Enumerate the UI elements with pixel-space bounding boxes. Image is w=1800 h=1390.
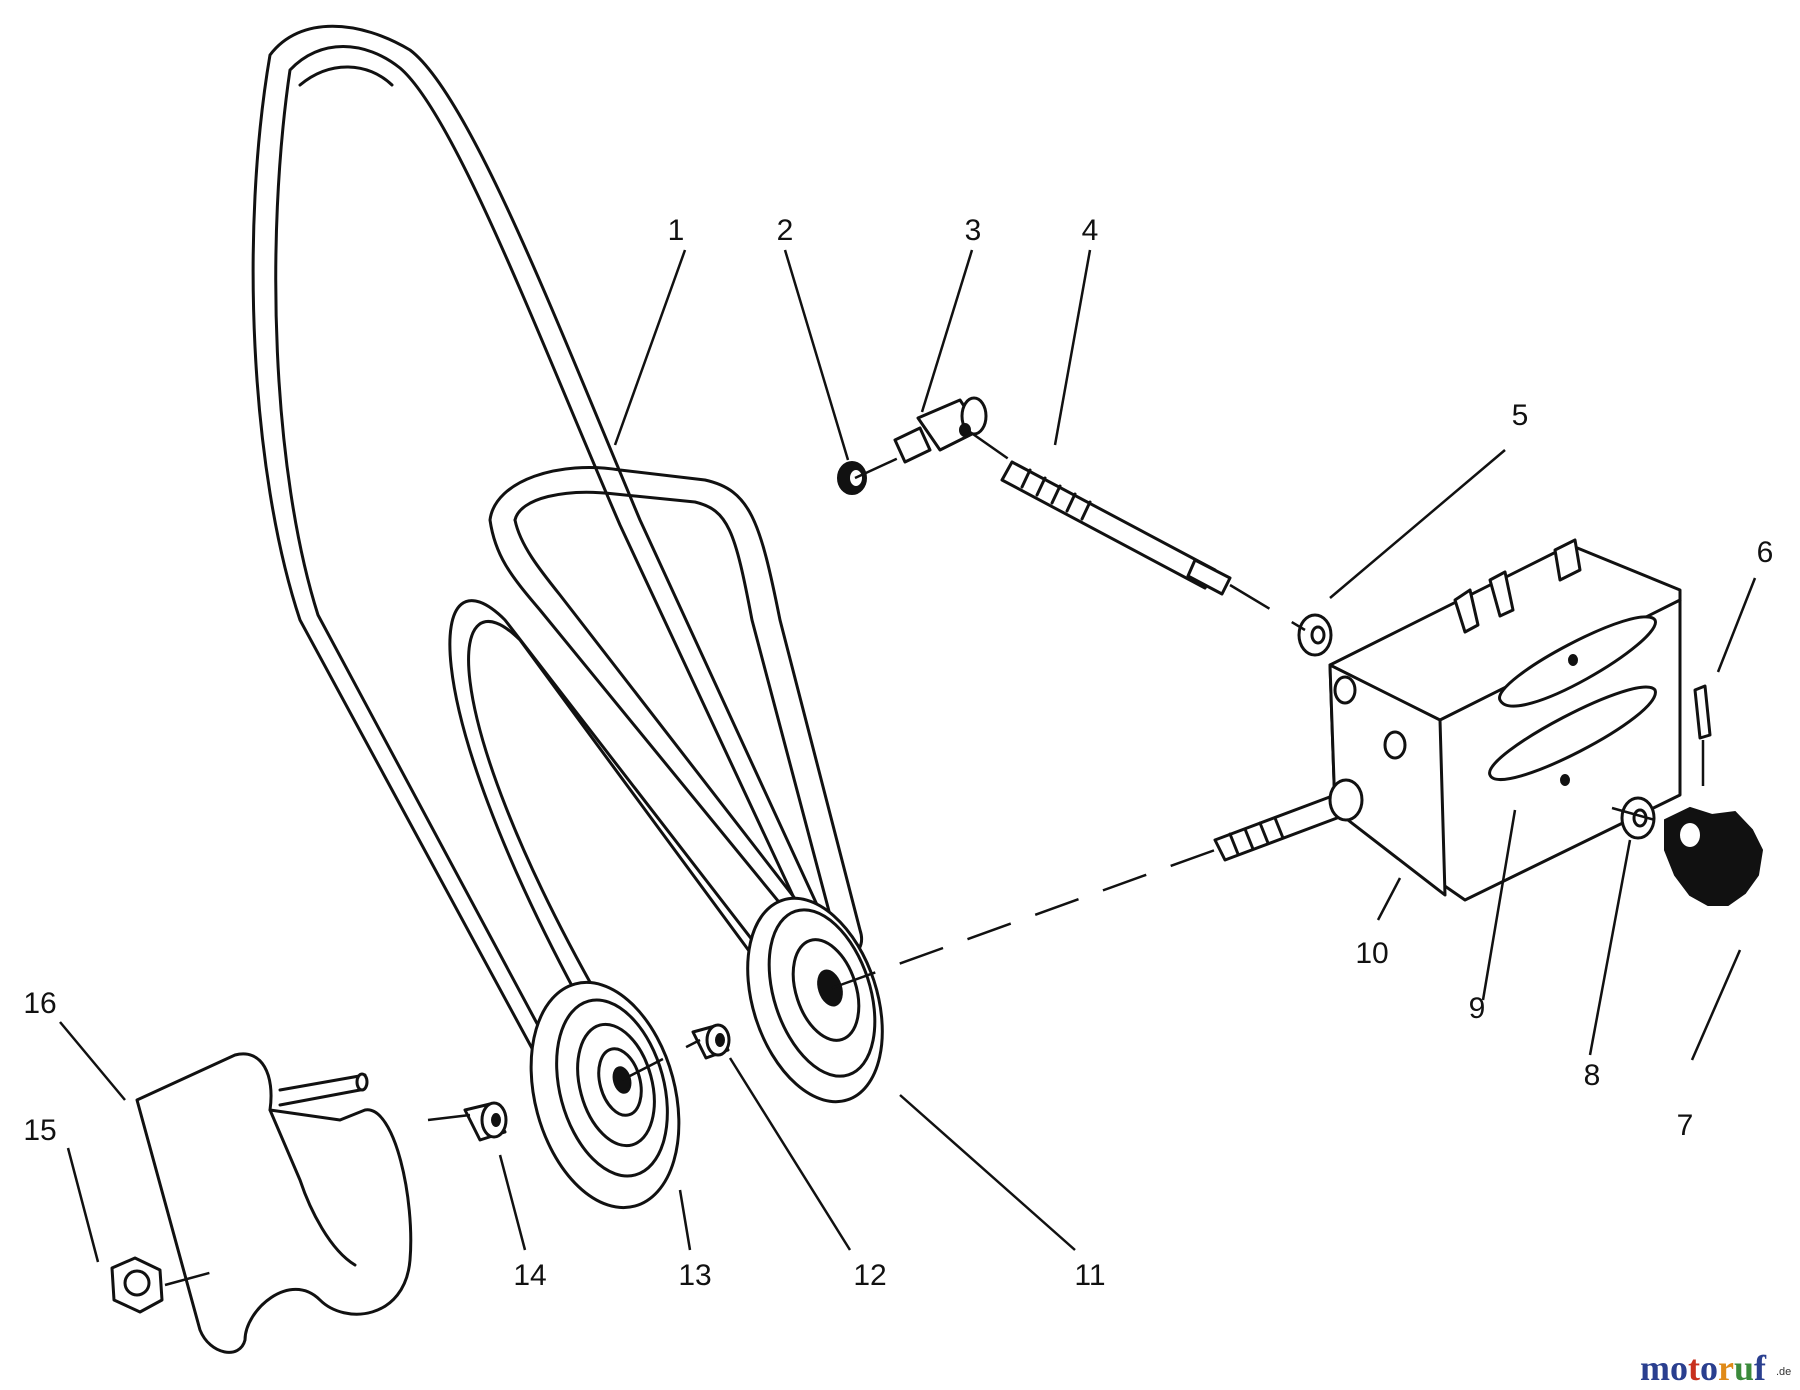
callout-7: 7 bbox=[1677, 1109, 1694, 1142]
spacer-12 bbox=[691, 1023, 731, 1060]
roll-pin bbox=[1693, 684, 1712, 740]
watermark-letter: f bbox=[1754, 1348, 1767, 1388]
stud-bolt bbox=[1213, 778, 1364, 862]
callout-14: 14 bbox=[513, 1259, 546, 1292]
callout-13: 13 bbox=[678, 1259, 711, 1292]
watermark-letter: t bbox=[1688, 1348, 1700, 1388]
swivel-block bbox=[893, 396, 988, 464]
belt-guard bbox=[135, 1052, 413, 1354]
callout-10: 10 bbox=[1355, 937, 1388, 970]
watermark-letter: o bbox=[1670, 1348, 1688, 1388]
watermark-brand: motoruf bbox=[1640, 1348, 1767, 1388]
callout-12: 12 bbox=[853, 1259, 886, 1292]
callout-6: 6 bbox=[1757, 536, 1774, 569]
assembly-lines bbox=[164, 430, 1705, 1287]
callout-1: 1 bbox=[668, 214, 685, 247]
watermark-letter: u bbox=[1734, 1348, 1754, 1388]
svg-text:motoruf: motoruf bbox=[1640, 1348, 1767, 1388]
callout-4: 4 bbox=[1082, 214, 1099, 247]
pulley-large bbox=[746, 896, 884, 1104]
housing-bracket bbox=[1328, 538, 1682, 902]
washer-5 bbox=[1297, 613, 1333, 657]
callout-2: 2 bbox=[777, 214, 794, 247]
hex-nut bbox=[110, 1256, 164, 1314]
drive-belt-short bbox=[488, 466, 864, 960]
callout-5: 5 bbox=[1512, 399, 1529, 432]
drive-belt-long bbox=[251, 24, 876, 1125]
watermark-logo: motoruf .de bbox=[1640, 1348, 1791, 1388]
threaded-rod bbox=[1000, 460, 1232, 596]
callout-8: 8 bbox=[1584, 1059, 1601, 1092]
watermark-suffix: .de bbox=[1776, 1366, 1791, 1378]
e-clip bbox=[837, 461, 867, 495]
callout-15: 15 bbox=[23, 1114, 56, 1147]
callout-labels: 1 2 3 4 5 6 7 8 9 10 11 12 13 14 15 16 bbox=[23, 214, 1773, 1292]
callout-16: 16 bbox=[23, 987, 56, 1020]
leader-lines bbox=[59, 249, 1757, 1263]
watermark-letter: o bbox=[1700, 1348, 1718, 1388]
pulley-small bbox=[529, 980, 681, 1210]
callout-9: 9 bbox=[1469, 992, 1486, 1025]
callout-11: 11 bbox=[1074, 1259, 1105, 1292]
adjustment-knob bbox=[1664, 806, 1764, 906]
callout-3: 3 bbox=[965, 214, 982, 247]
watermark-letter: r bbox=[1718, 1348, 1734, 1388]
spacer-14 bbox=[463, 1101, 508, 1142]
watermark-letter: m bbox=[1640, 1348, 1670, 1388]
